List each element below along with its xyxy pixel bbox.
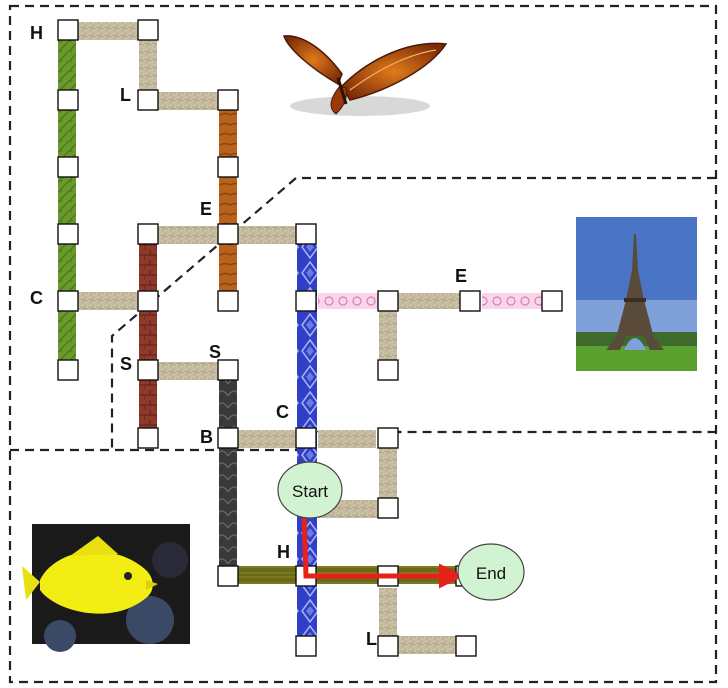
maze-node xyxy=(541,290,563,312)
letter-label: C xyxy=(276,402,289,422)
maze-node xyxy=(217,359,239,381)
fish-coral xyxy=(126,596,174,644)
outer-boundary xyxy=(8,4,718,684)
maze-node xyxy=(217,427,239,449)
path-segment-beige xyxy=(398,636,458,654)
start-bubble[interactable] xyxy=(277,461,343,519)
maze-node xyxy=(217,565,239,587)
maze-node xyxy=(295,427,317,449)
maze-node xyxy=(137,223,159,245)
path-segment-pink xyxy=(318,293,378,309)
start-label: Start xyxy=(292,482,328,501)
fish-coral xyxy=(44,620,76,652)
letter-label: H xyxy=(277,542,290,562)
route-arrow xyxy=(301,515,464,589)
maze-node xyxy=(295,223,317,245)
eiffel-tower-image xyxy=(576,217,697,371)
path-segment-beige xyxy=(78,22,140,40)
fish-coral xyxy=(152,542,188,578)
letter-label: B xyxy=(200,427,213,447)
maze-node xyxy=(295,635,317,657)
path-segment-beige xyxy=(78,292,138,310)
letter-label: L xyxy=(120,85,131,105)
letter-label: S xyxy=(120,354,132,374)
maze-node xyxy=(377,497,399,519)
butterfly-shadow xyxy=(290,96,430,116)
maze-node xyxy=(137,19,159,41)
butterfly-body xyxy=(336,77,348,105)
butterfly-wing-vein xyxy=(349,49,437,91)
maze-node xyxy=(57,223,79,245)
maze-nodes xyxy=(57,19,563,657)
maze-node xyxy=(57,19,79,41)
maze-node xyxy=(137,290,159,312)
fish-snout xyxy=(146,580,158,590)
butterfly-right-wing xyxy=(341,42,448,101)
eiffel-lawn xyxy=(576,346,697,371)
maze-node xyxy=(377,359,399,381)
path-segment-beige xyxy=(158,92,218,110)
maze-node xyxy=(377,635,399,657)
maze-node xyxy=(57,359,79,381)
path-segment-beige xyxy=(318,430,376,448)
maze-node xyxy=(377,427,399,449)
fish-eye xyxy=(124,572,132,580)
maze-node xyxy=(57,156,79,178)
fish-top-fin xyxy=(70,536,118,556)
maze-node xyxy=(217,89,239,111)
maze-node xyxy=(217,290,239,312)
path-segment-beige xyxy=(158,226,218,244)
letter-label: L xyxy=(366,629,377,649)
letter-label: C xyxy=(30,288,43,308)
fish-body xyxy=(40,551,153,614)
start-node[interactable]: Start xyxy=(277,461,343,519)
path-segment-beige xyxy=(379,310,397,362)
letter-label: E xyxy=(455,266,467,286)
butterfly-left-wing xyxy=(282,35,343,86)
end-bubble[interactable] xyxy=(457,543,525,601)
path-segment-green xyxy=(58,40,76,362)
end-node[interactable]: End xyxy=(457,543,525,601)
path-segment-beige xyxy=(398,293,460,309)
maze-node xyxy=(57,89,79,111)
maze-node xyxy=(217,156,239,178)
eiffel-arch xyxy=(624,338,646,350)
maze-node xyxy=(459,290,481,312)
maze-node xyxy=(57,290,79,312)
maze-node xyxy=(217,223,239,245)
maze-node xyxy=(377,290,399,312)
maze-node xyxy=(137,89,159,111)
letter-label: H xyxy=(30,23,43,43)
eiffel-tower-silhouette xyxy=(606,234,664,350)
path-segment-pink xyxy=(482,293,542,309)
path-segment-orange xyxy=(219,110,237,294)
eiffel-platform xyxy=(624,298,646,302)
path-segment-beige xyxy=(238,226,296,244)
maze-node xyxy=(295,290,317,312)
path-segment-beige xyxy=(139,40,157,92)
yellow-fish-image xyxy=(22,524,190,652)
butterfly-image xyxy=(282,35,448,116)
maze-node xyxy=(455,635,477,657)
maze-node xyxy=(137,427,159,449)
path-segment-beige xyxy=(238,430,296,448)
maze-node xyxy=(137,359,159,381)
path-segment-beige xyxy=(379,448,397,500)
path-segment-beige xyxy=(158,362,218,380)
path-segment-beige xyxy=(379,588,397,638)
path-segment-charcoal xyxy=(219,380,237,568)
end-label: End xyxy=(476,564,506,583)
fish-tail xyxy=(22,566,40,600)
letter-label: E xyxy=(200,199,212,219)
letter-label: S xyxy=(209,342,221,362)
butterfly-paris-boundary xyxy=(110,176,716,450)
letter-labels: H L E C S S E C B H L xyxy=(30,23,467,649)
path-segment-darkred xyxy=(139,244,157,430)
